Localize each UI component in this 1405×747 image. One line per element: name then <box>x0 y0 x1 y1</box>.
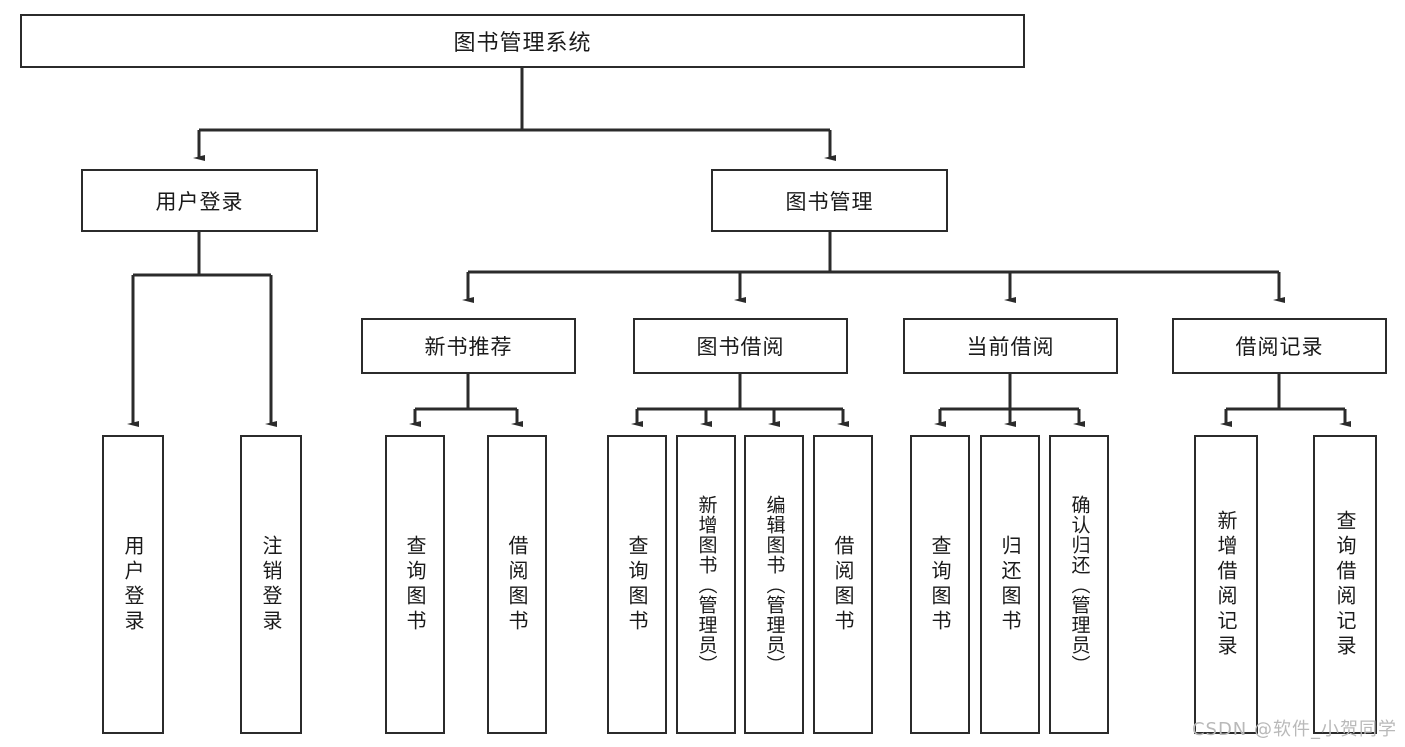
leaf-return-book[interactable]: 归还图书 <box>980 435 1040 734</box>
leaf-confirm-return[interactable]: 确认归还（管理员） <box>1049 435 1109 734</box>
node-book-borrow[interactable]: 图书借阅 <box>633 318 848 374</box>
leaf-edit-book-label: 编辑图书（管理员） <box>763 494 786 675</box>
leaf-query-book-1-label: 查询图书 <box>403 534 427 635</box>
leaf-add-record[interactable]: 新增借阅记录 <box>1194 435 1258 734</box>
leaf-query-book-3[interactable]: 查询图书 <box>910 435 970 734</box>
node-borrow-record-label: 借阅记录 <box>1235 335 1324 359</box>
leaf-query-record[interactable]: 查询借阅记录 <box>1313 435 1377 734</box>
leaf-user-login-label: 用户登录 <box>121 534 145 635</box>
node-root[interactable]: 图书管理系统 <box>20 14 1025 68</box>
leaf-query-book-2-label: 查询图书 <box>625 534 649 635</box>
leaf-user-logout[interactable]: 注销登录 <box>240 435 302 734</box>
node-book-manage[interactable]: 图书管理 <box>711 169 948 232</box>
leaf-return-book-label: 归还图书 <box>998 534 1022 635</box>
leaf-query-book-1[interactable]: 查询图书 <box>385 435 445 734</box>
leaf-borrow-book-2[interactable]: 借阅图书 <box>813 435 873 734</box>
leaf-add-book[interactable]: 新增图书（管理员） <box>676 435 736 734</box>
leaf-confirm-return-label: 确认归还（管理员） <box>1068 494 1091 675</box>
node-user-login[interactable]: 用户登录 <box>81 169 318 232</box>
leaf-borrow-book-2-label: 借阅图书 <box>831 534 855 635</box>
node-book-manage-label: 图书管理 <box>785 189 874 214</box>
leaf-edit-book[interactable]: 编辑图书（管理员） <box>744 435 804 734</box>
leaf-query-record-label: 查询借阅记录 <box>1333 509 1357 660</box>
leaf-user-login[interactable]: 用户登录 <box>102 435 164 734</box>
node-current-borrow[interactable]: 当前借阅 <box>903 318 1118 374</box>
leaf-borrow-book-1-label: 借阅图书 <box>505 534 529 635</box>
node-new-book-recommend-label: 新书推荐 <box>424 335 513 359</box>
leaf-add-record-label: 新增借阅记录 <box>1214 509 1238 660</box>
node-current-borrow-label: 当前借阅 <box>966 335 1055 359</box>
node-user-login-label: 用户登录 <box>155 189 244 214</box>
node-book-borrow-label: 图书借阅 <box>696 335 785 359</box>
leaf-query-book-2[interactable]: 查询图书 <box>607 435 667 734</box>
leaf-borrow-book-1[interactable]: 借阅图书 <box>487 435 547 734</box>
leaf-query-book-3-label: 查询图书 <box>928 534 952 635</box>
node-root-label: 图书管理系统 <box>453 31 592 56</box>
leaf-user-logout-label: 注销登录 <box>259 534 283 635</box>
node-new-book-recommend[interactable]: 新书推荐 <box>361 318 576 374</box>
leaf-add-book-label: 新增图书（管理员） <box>695 494 718 675</box>
node-borrow-record[interactable]: 借阅记录 <box>1172 318 1387 374</box>
